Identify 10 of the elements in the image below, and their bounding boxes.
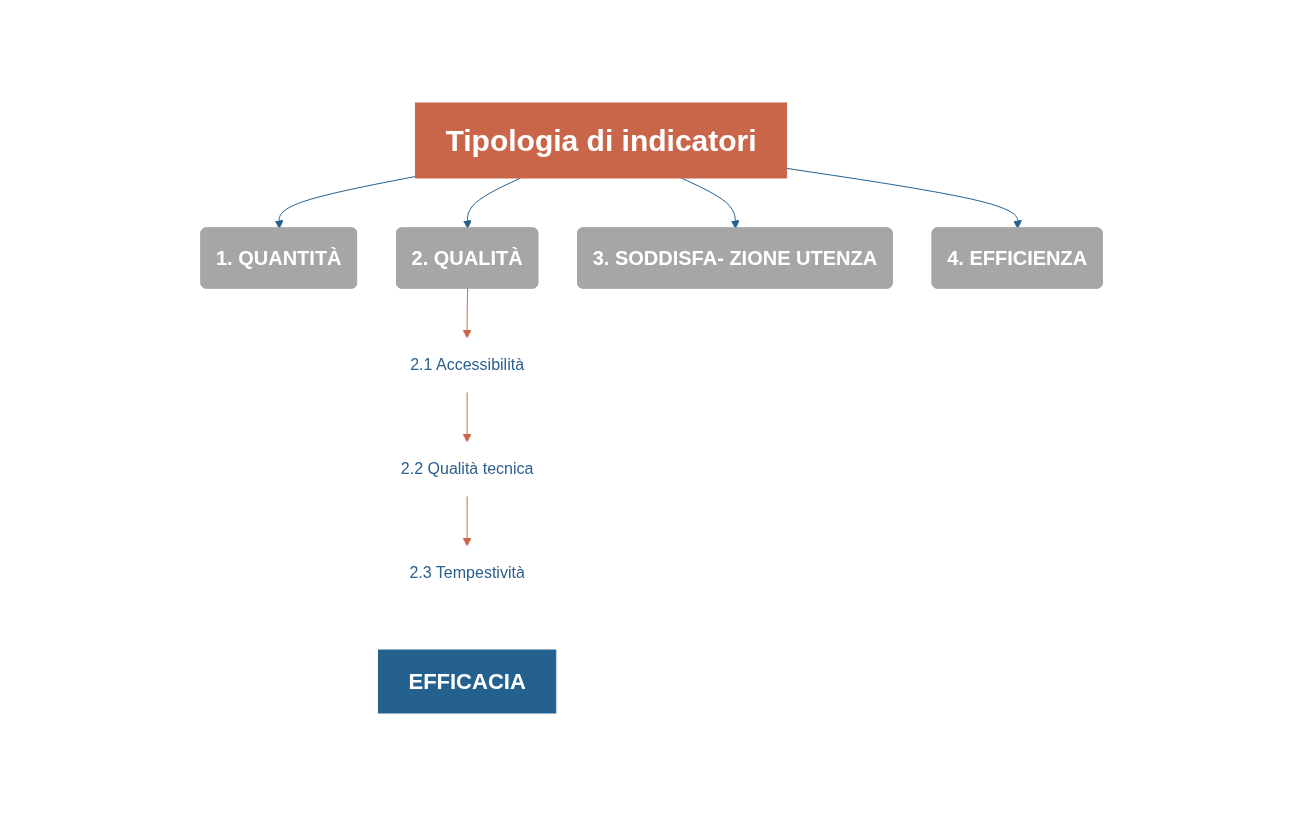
arrow bbox=[786, 167, 1022, 229]
arrow bbox=[274, 176, 416, 229]
node-text: 2.2 Qualità tecnica bbox=[400, 460, 534, 477]
node-box: EFFICACIA bbox=[377, 649, 557, 714]
arrow bbox=[462, 288, 472, 339]
arrow bbox=[462, 495, 472, 547]
arrow bbox=[462, 391, 472, 443]
node-text: 2.3 Tempestività bbox=[409, 564, 525, 581]
node-text: 2.1 Accessibilità bbox=[410, 356, 524, 373]
node-box: Tipologia di indicatori bbox=[414, 102, 787, 179]
